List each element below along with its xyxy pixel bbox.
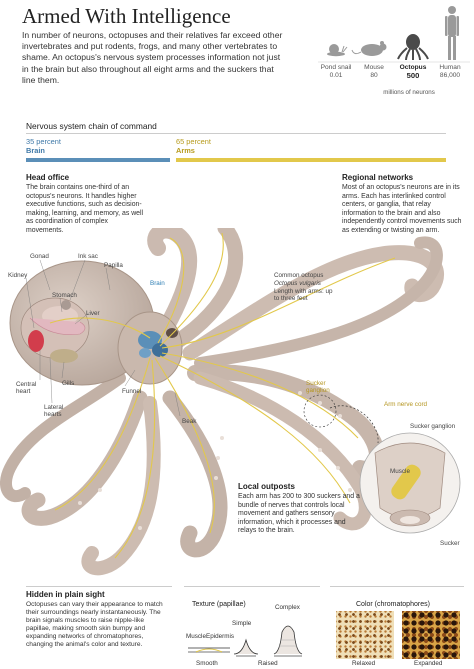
arms-percent: 65 percent Arms — [176, 137, 211, 155]
label-beak: Beak — [182, 418, 197, 425]
bottom-divider-right — [330, 586, 464, 587]
texture-heading: Texture (papillae) — [192, 601, 246, 608]
label-central-heart: Central heart — [16, 381, 37, 396]
color-relaxed-label: Relaxed — [352, 660, 376, 667]
texture-raised-label: Raised — [258, 660, 278, 667]
texture-diagrams — [188, 625, 303, 657]
papilla-smooth — [188, 647, 230, 653]
texture-muscle-label: Muscle — [186, 633, 206, 640]
liver-organ — [29, 317, 86, 335]
texture-simple-label: Simple — [232, 620, 252, 627]
label-sucker-ganglion-detail: Sucker ganglion — [410, 423, 456, 430]
regional-heading: Regional networks — [342, 173, 414, 182]
bottom-divider-left — [26, 586, 172, 587]
neuron-col-snail: Pond snail 0.01 — [320, 64, 352, 79]
label-muscle: Muscle — [390, 468, 410, 475]
chain-divider — [26, 133, 446, 134]
hidden-text: Octopuses can vary their appearance to m… — [26, 601, 163, 648]
neuron-unit: millions of neurons — [383, 89, 435, 96]
sucker-dots — [78, 391, 352, 530]
local-outposts-text: Each arm has 200 to 300 suckers and a bu… — [238, 493, 360, 535]
chromatophores-relaxed-swatch — [336, 611, 394, 659]
regional-text: Most of an octopus's neurons are in its … — [342, 184, 462, 234]
neuron-col-octopus: Octopus 500 — [399, 64, 427, 80]
texture-smooth-label: Smooth — [196, 660, 218, 667]
label-arm-nerve-cord: Arm nerve cord — [384, 401, 428, 408]
brain-percent: 35 percent Brain — [26, 137, 61, 155]
bottom-divider-mid — [184, 586, 320, 587]
common-octopus-species: Octopus vulgaris — [274, 280, 321, 287]
label-sucker: Sucker — [440, 540, 460, 547]
hidden-heading: Hidden in plain sight — [26, 590, 105, 599]
texture-complex-label: Complex — [275, 604, 300, 611]
label-kidney: Kidney — [8, 272, 28, 279]
neuron-col-human: Human 86,000 — [439, 64, 461, 79]
human-icon — [445, 6, 459, 60]
leader-lines — [25, 259, 181, 417]
papilla-simple — [233, 638, 259, 657]
label-liver: Liver — [86, 310, 100, 317]
mouse-icon — [351, 41, 387, 56]
local-outposts-heading: Local outposts — [238, 482, 295, 491]
arms-share-bar — [176, 158, 446, 162]
label-gills: Gills — [62, 380, 75, 387]
detail-callout-line — [329, 405, 379, 444]
label-gonad: Gonad — [30, 253, 49, 260]
papilla-complex — [273, 625, 303, 657]
octopus-icon — [397, 34, 429, 61]
page-title: Armed With Intelligence — [22, 4, 231, 28]
brain-share-bar — [26, 158, 170, 162]
texture-epidermis-label: Epidermis — [206, 633, 234, 640]
animal-silhouettes — [318, 6, 470, 63]
label-brain: Brain — [150, 280, 165, 287]
common-octopus-name: Common octopus — [274, 272, 324, 279]
label-papilla: Papilla — [104, 262, 123, 269]
detail-callout-ring — [303, 394, 337, 428]
kidney-organ — [28, 330, 44, 352]
label-stomach: Stomach — [52, 292, 77, 299]
nerve-cords — [49, 232, 396, 559]
sucker-detail — [359, 432, 461, 534]
gills-organ — [50, 349, 78, 363]
label-funnel: Funnel — [122, 388, 142, 395]
color-heading: Color (chromatophores) — [356, 601, 430, 608]
chain-heading: Nervous system chain of command — [26, 121, 157, 131]
chromatophores-expanded-swatch — [402, 611, 460, 659]
octopus-illustration — [0, 228, 461, 576]
intro-paragraph: In number of neurons, octopuses and thei… — [22, 30, 283, 85]
label-ink-sac: Ink sac — [78, 253, 98, 260]
octopus-arms — [0, 228, 444, 576]
neuron-comparison: Pond snail 0.01 Mouse 80 Octopus 500 Hum… — [314, 2, 470, 98]
ink-sac-organ — [61, 300, 71, 310]
snail-icon — [327, 44, 348, 57]
head-office-text: The brain contains one-third of an octop… — [26, 184, 144, 234]
color-expanded-label: Expanded — [414, 660, 443, 667]
label-lateral-hearts: Lateral hearts — [44, 404, 64, 419]
head-office-heading: Head office — [26, 173, 70, 182]
neuron-col-mouse: Mouse 80 — [364, 64, 384, 79]
common-octopus-length: Length with arms: up to three feet — [274, 288, 333, 303]
label-sucker-ganglion: Sucker ganglion — [306, 380, 330, 395]
